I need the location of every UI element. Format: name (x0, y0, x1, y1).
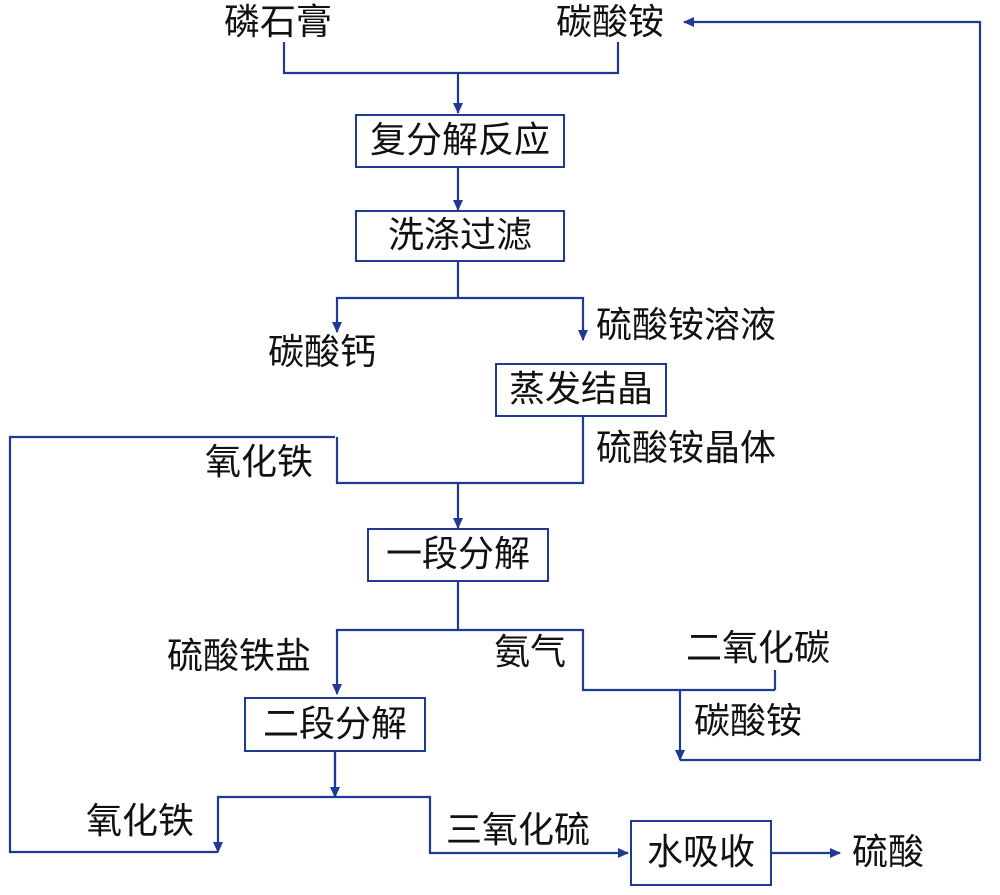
box-water-absorption-label: 水吸收 (646, 832, 755, 873)
label-carbon-dioxide: 二氧化碳 (686, 628, 831, 669)
label-iron-sulfate-salt: 硫酸铁盐 (167, 636, 312, 677)
box-second-decomposition: 二段分解 (244, 697, 426, 752)
label-iron-oxide-recycle: 氧化铁 (205, 442, 314, 483)
box-water-absorption: 水吸收 (630, 820, 772, 886)
arrow-iron-oxide-into-loop (335, 437, 458, 485)
arrow-to-calcium-carbonate (332, 296, 458, 333)
connector-ammonium-carbonate-recycle (680, 17, 982, 762)
box-evaporate-crystallize-label: 蒸发结晶 (508, 369, 653, 410)
label-ammonium-carbonate-recycle: 碳酸铵 (694, 701, 803, 742)
arrow-to-iron-oxide-output (213, 795, 335, 853)
label-iron-oxide-output: 氧化铁 (86, 801, 195, 842)
connector-iron-oxide-recycle (8, 435, 335, 854)
connector-crystal-down (458, 417, 585, 485)
label-ammonium-sulfate-crystal: 硫酸铵晶体 (596, 428, 777, 469)
connector-ammonium-carbonate-in (458, 42, 620, 75)
label-sulfuric-acid: 硫酸 (852, 832, 925, 873)
box-second-decomposition-label: 二段分解 (262, 703, 407, 745)
label-ammonium-sulfate-solution: 硫酸铵溶液 (596, 305, 777, 346)
box-first-decomposition: 一段分解 (367, 528, 549, 582)
box-wash-filter: 洗涤过滤 (355, 210, 565, 262)
arrow-to-ammonium-sulfate-solution (458, 296, 588, 341)
label-ammonium-carbonate-input: 碳酸铵 (556, 2, 665, 43)
box-wash-filter-label: 洗涤过滤 (387, 215, 532, 256)
box-double-decomposition: 复分解反应 (355, 114, 565, 168)
label-phosphogypsum: 磷石膏 (224, 2, 333, 43)
label-calcium-carbonate: 碳酸钙 (268, 332, 377, 373)
label-ammonia: 氨气 (494, 632, 567, 673)
box-evaporate-crystallize: 蒸发结晶 (495, 363, 667, 417)
box-first-decomposition-label: 一段分解 (385, 534, 530, 575)
box-double-decomposition-label: 复分解反应 (369, 120, 550, 161)
arrow-to-water-absorption (335, 795, 629, 858)
arrow-to-second-decomposition (332, 628, 458, 695)
connector-phosphogypsum (282, 42, 458, 75)
label-sulfur-trioxide: 三氧化硫 (446, 810, 591, 851)
